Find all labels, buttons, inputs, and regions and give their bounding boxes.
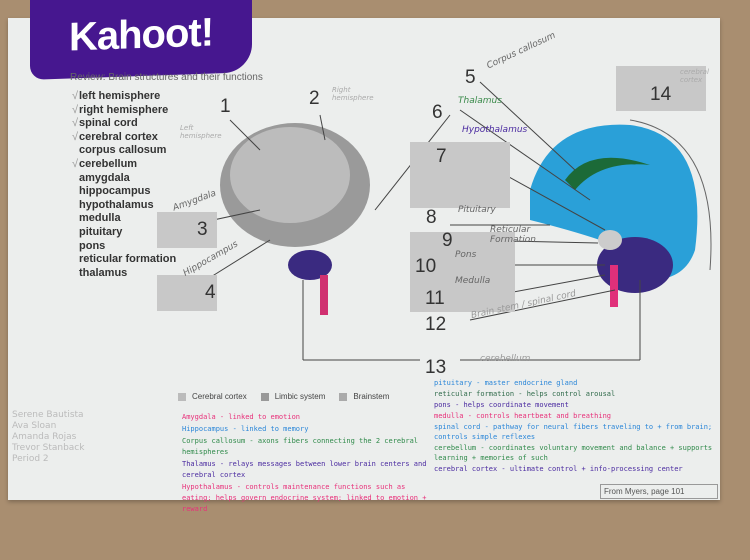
handwritten-n7: Hypothalamus	[462, 125, 528, 135]
label-number-2: 2	[309, 88, 320, 109]
label-number-5: 5	[465, 67, 476, 88]
note-line: Amygdala - linked to emotion	[182, 413, 301, 421]
check-mark: √	[72, 103, 79, 116]
student-name: Serene Bautista	[12, 410, 84, 420]
term-item: pituitary	[79, 225, 123, 238]
handwritten-n14: cerebral cortex	[680, 68, 709, 84]
medial-brain-image	[530, 119, 712, 307]
student-name: Trevor Stanback	[12, 443, 85, 453]
label-number-4: 4	[205, 282, 216, 303]
term-item: √right hemisphere	[72, 103, 169, 116]
brain-diagrams	[189, 81, 712, 361]
handwritten-n10: Pons	[455, 250, 477, 260]
lateral-brain-image	[220, 123, 370, 315]
label-number-6: 6	[432, 102, 443, 123]
answer-box-7	[410, 142, 510, 208]
term-item: hypothalamus	[79, 198, 154, 211]
term-item: √left hemisphere	[72, 90, 161, 102]
note-line: Hypothalamus - controls maintenance func…	[182, 483, 427, 513]
legend-item: Brainstem	[339, 392, 389, 401]
handwritten-n11: Medulla	[455, 276, 491, 286]
term-item: hippocampus	[79, 185, 151, 198]
term-item: √spinal cord	[72, 117, 138, 130]
note-line: medulla - controls heartbeat and breathi…	[434, 412, 612, 420]
label-number-8: 8	[426, 207, 437, 228]
check-mark: √	[72, 157, 79, 170]
student-name: Amanda Rojas	[12, 432, 77, 442]
label-number-9: 9	[442, 230, 453, 251]
note-line: Thalamus - relays messages between lower…	[182, 460, 427, 479]
label-number-10: 10	[415, 256, 437, 277]
term-item: √cerebral cortex	[72, 130, 158, 143]
term-item: √cerebellum	[72, 157, 138, 170]
worksheet-title: Review: Brain structures and their funct…	[70, 72, 263, 83]
answer-box-3	[157, 212, 217, 248]
note-line: spinal cord - pathway for neural fibers …	[434, 423, 713, 441]
student-name: Period 2	[12, 454, 49, 464]
term-item: pons	[79, 239, 106, 252]
note-line: Corpus callosum - axons fibers connectin…	[182, 437, 419, 456]
label-number-3: 3	[197, 219, 208, 240]
check-mark: √	[72, 130, 79, 143]
handwritten-n2: Right hemisphere	[332, 86, 374, 102]
handwritten-n6: Thalamus	[458, 96, 502, 106]
check-mark: √	[72, 90, 79, 102]
note-line: pons - helps coordinate movement	[434, 401, 569, 409]
note-line: cerebellum - coordinates voluntary movem…	[434, 444, 713, 462]
label-number-14: 14	[650, 84, 672, 105]
legend-item: Cerebral cortex	[178, 392, 247, 401]
term-item: amygdala	[79, 171, 130, 184]
check-mark: √	[72, 117, 79, 130]
handwritten-n8: Pituitary	[458, 205, 496, 215]
term-item: medulla	[79, 212, 121, 225]
handwritten-n1: Left hemisphere	[180, 124, 222, 140]
note-line: cerebral cortex - ultimate control + inf…	[434, 465, 683, 473]
term-list: √left hemisphere√right hemisphere√spinal…	[72, 90, 176, 280]
note-line: pituitary - master endocrine gland	[434, 379, 578, 387]
leader-lines	[189, 81, 641, 361]
answer-box-9-11	[410, 232, 515, 312]
term-item: corpus callosum	[79, 144, 167, 157]
handwritten-n13: cerebellum	[480, 354, 531, 364]
term-item: thalamus	[79, 266, 128, 279]
label-number-12: 12	[425, 314, 447, 335]
legend-item: Limbic system	[260, 392, 325, 401]
notes-right: pituitary - master endocrine gland reticu…	[434, 378, 718, 475]
term-item: reticular formation	[79, 253, 177, 266]
answer-box-14	[616, 66, 706, 111]
answer-box-4	[157, 275, 217, 311]
label-number-11: 11	[425, 288, 445, 309]
label-number-1: 1	[220, 96, 231, 117]
label-number-7: 7	[436, 146, 447, 167]
note-line: reticular formation - helps control arou…	[434, 390, 616, 398]
kahoot-logo: Kahoot!	[30, 0, 252, 80]
note-line: Hippocampus - linked to memory	[182, 425, 309, 433]
label-number-13: 13	[425, 357, 447, 378]
color-legend: Cerebral cortex Limbic system Brainstem	[178, 392, 389, 401]
student-name: Ava Sloan	[12, 421, 57, 431]
source-citation: From Myers, page 101	[600, 484, 718, 499]
handwritten-n9: Reticular Formation	[490, 225, 536, 245]
